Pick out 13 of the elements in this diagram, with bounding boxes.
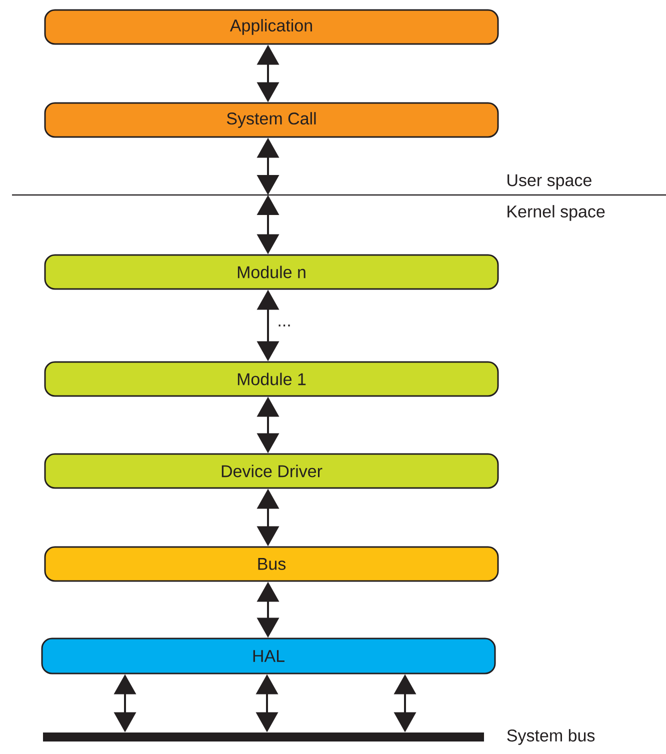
layer-box: Device Driver	[44, 453, 499, 489]
bar-label: System bus	[507, 729, 595, 745]
bus-bar	[43, 732, 484, 742]
layer-box: Bus	[44, 546, 499, 582]
region-label: Kernel space	[508, 205, 605, 221]
edge-label: ...	[276, 324, 292, 328]
layer-box: Module n	[44, 254, 499, 290]
region-label: User space	[508, 174, 592, 190]
layer-box: HAL	[41, 638, 496, 674]
layer-box: System Call	[44, 102, 499, 138]
layer-box: Application	[44, 9, 499, 45]
layer-box: Module 1	[44, 361, 499, 397]
separator-line	[12, 194, 666, 196]
